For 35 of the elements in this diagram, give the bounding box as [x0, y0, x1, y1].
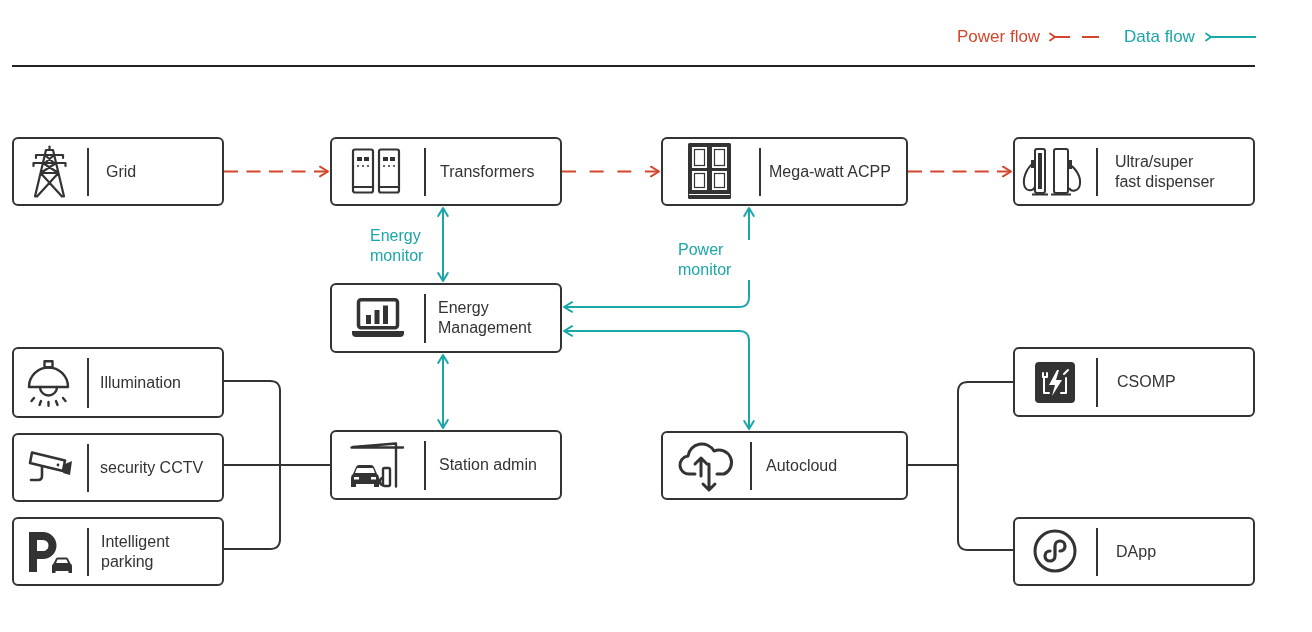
- node-label: Mega-watt ACPP: [769, 161, 891, 182]
- component-box: [12, 347, 224, 418]
- component-box: [330, 283, 562, 353]
- legend-label: Power flow: [957, 27, 1041, 47]
- arrow: [437, 207, 449, 282]
- node-label: Station admin: [439, 455, 537, 475]
- arrow: [563, 325, 755, 430]
- component-box: [330, 430, 562, 500]
- component-box: [330, 137, 562, 206]
- node-label: security CCTV: [100, 457, 204, 478]
- connector-line: [907, 464, 1014, 551]
- component-box: [1013, 517, 1255, 586]
- legend-label: Data flow: [1124, 27, 1195, 47]
- component-box: [12, 517, 224, 586]
- component-box: [1013, 347, 1255, 417]
- edge-label: Power monitor: [678, 240, 750, 280]
- node-label: CSOMP: [1117, 372, 1176, 392]
- node-label: DApp: [1116, 541, 1157, 562]
- arrow: [437, 354, 449, 429]
- node-label: Intelligent parking: [101, 531, 171, 572]
- component-box: [12, 433, 224, 502]
- node-label: Illumination: [100, 372, 181, 393]
- node-label: Transformers: [440, 161, 535, 182]
- component-box: [12, 137, 224, 206]
- connector-line: [223, 464, 331, 550]
- node-label: Grid: [106, 161, 137, 182]
- dashed-arrow: [223, 165, 329, 178]
- component-box: [1013, 137, 1255, 206]
- node-label: Ultra/super fast dispenser: [1115, 151, 1216, 192]
- node-label: Autocloud: [766, 455, 838, 476]
- component-box: [661, 137, 908, 206]
- component-box: [661, 431, 908, 500]
- dashed-arrow: [907, 165, 1012, 178]
- node-label: Energy Management: [438, 298, 533, 338]
- dashed-arrow: [561, 165, 660, 178]
